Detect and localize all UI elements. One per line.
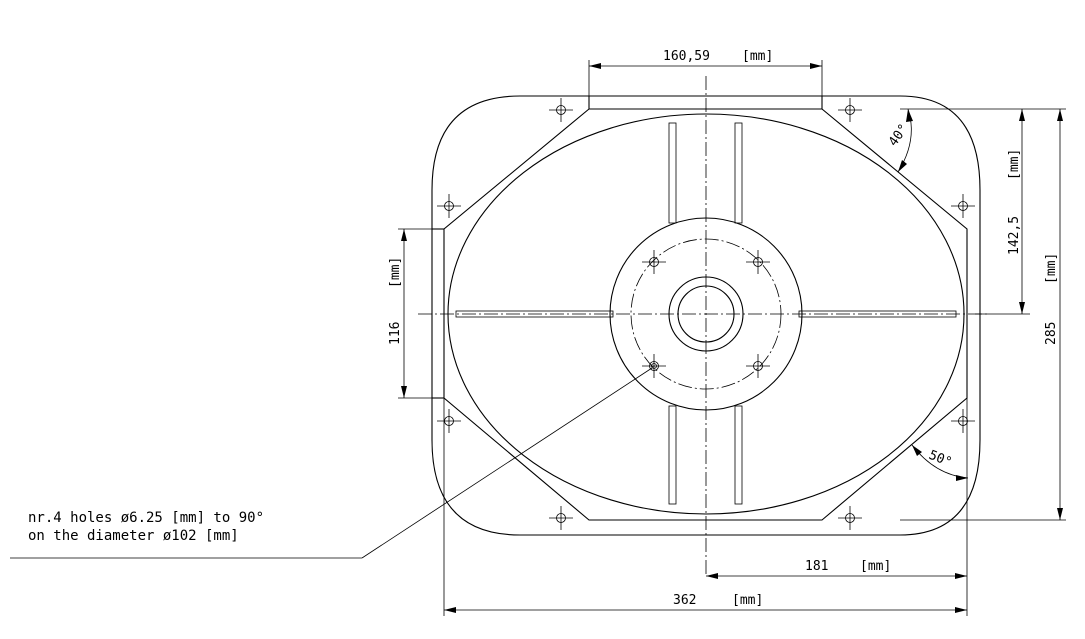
mount-hole-left-top [437,194,461,218]
right-short-value: 142,5 [1007,216,1022,255]
hub-hole-sw [642,354,666,378]
hub-hole-nw [642,250,666,274]
dimension-total-width: 362 [mm] [443,398,968,616]
top-width-unit: [mm] [742,49,773,64]
mount-hole-bottom-right [838,506,862,530]
centerlines [418,76,990,575]
hub-bore-inner [677,285,735,343]
ribs [455,122,957,505]
mount-hole-left-bottom [437,409,461,433]
central-hub [609,217,803,411]
note-line-1: nr.4 holes ø6.25 [mm] to 90° [28,510,264,526]
mount-hole-right-bottom [951,409,975,433]
plate-inner-outline [443,108,968,521]
right-total-unit: [mm] [1044,253,1059,284]
right-total-value: 285 [1044,322,1059,345]
rib-top-right [734,122,743,224]
dimension-right-short: 142,5 [mm] [900,108,1030,315]
total-width-value: 362 [673,593,696,608]
rib-right [798,310,957,318]
plate-mounting-holes [437,98,975,530]
hub-outer-circle [609,217,803,411]
rib-left [455,310,614,318]
dimension-right-total: 285 [mm] [900,108,1066,521]
dimension-top-width: 160,59 [mm] [588,49,823,96]
plate-outer-outline [431,95,981,536]
hub-hole-ne [746,250,770,274]
angle-top: 40° [886,108,913,173]
mount-hole-bottom-left [549,506,573,530]
hub-hole-se [746,354,770,378]
hub-bolt-circle [630,238,782,390]
leader-line [361,367,653,559]
left-height-unit: [mm] [388,257,403,288]
angle-bottom: 50° [911,444,969,481]
mount-hole-top-left [549,98,573,122]
dimension-half-width: 181 [mm] [706,398,968,584]
angle-bottom-label: 50° [927,448,954,471]
left-height-value: 116 [388,322,403,345]
half-width-unit: [mm] [860,559,891,574]
base-plate [431,95,981,536]
hub-holes [642,250,770,378]
angle-top-label: 40° [886,121,912,149]
mount-hole-top-right [838,98,862,122]
top-width-value: 160,59 [663,49,710,64]
rib-bottom-right [734,405,743,505]
rib-top-left [668,122,677,224]
rib-bottom-left [668,405,677,505]
total-width-unit: [mm] [732,593,763,608]
half-width-value: 181 [805,559,828,574]
mount-hole-right-top [951,194,975,218]
dimension-left-height: 116 [mm] [388,228,432,399]
note-line-2: on the diameter ø102 [mm] [28,528,239,544]
holes-note: nr.4 holes ø6.25 [mm] to 90° on the diam… [10,367,653,559]
hub-bore-outer [668,276,744,352]
right-short-unit: [mm] [1007,149,1022,180]
